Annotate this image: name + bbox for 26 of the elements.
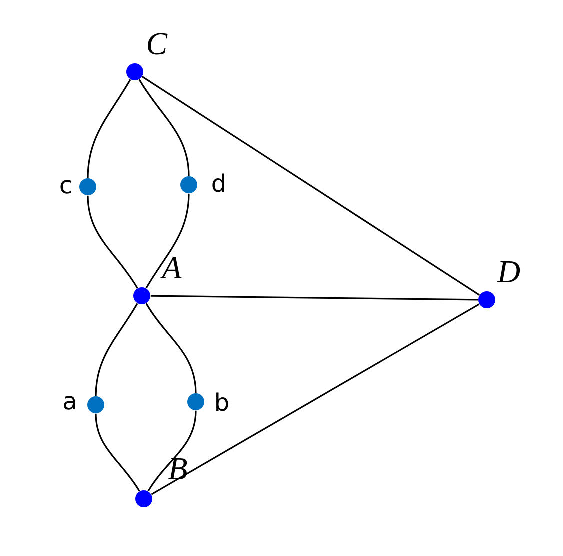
vertex-dot: [126, 64, 144, 80]
vertex-label: d: [212, 174, 224, 192]
graph-edge: [148, 410, 197, 492]
graph-edge: [95, 414, 140, 492]
graph-edge: [146, 303, 197, 394]
graph-edge: [151, 304, 480, 496]
graph-edge: [95, 303, 138, 396]
graph-edge: [146, 194, 190, 289]
vertex-dot: [88, 396, 104, 414]
vertex-label: A: [160, 257, 182, 279]
graph-edge: [87, 196, 138, 289]
graph-edge: [138, 79, 190, 176]
vertex-dot: [136, 490, 152, 508]
vertex-label: b: [216, 392, 228, 412]
vertex-label: D: [497, 262, 520, 282]
vertex-dot: [134, 288, 150, 304]
vertex-dot: [478, 292, 496, 308]
graph-edge: [150, 295, 478, 301]
vertex-label: a: [64, 396, 76, 410]
vertex-dot: [188, 394, 204, 410]
vertex-label: c: [60, 180, 72, 194]
graph-edge: [87, 79, 132, 178]
graph-edge: [142, 76, 480, 296]
vertex-label: C: [148, 33, 168, 55]
vertex-dot: [80, 178, 96, 196]
vertex-dot: [180, 176, 198, 194]
